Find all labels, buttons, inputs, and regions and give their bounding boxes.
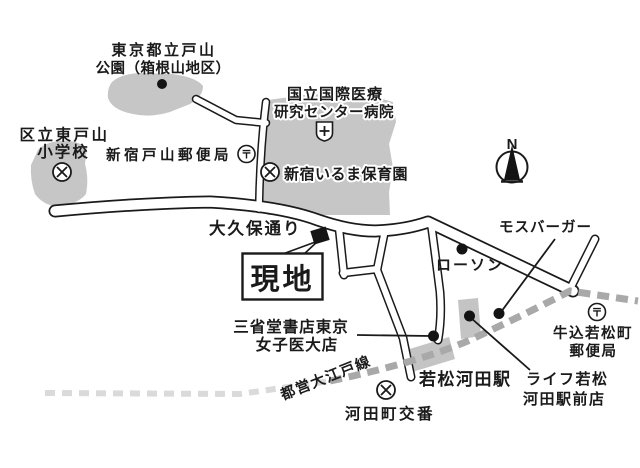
lawson-label: ローソン [436, 257, 504, 274]
park-label-1: 東京都立戸山 [111, 41, 216, 59]
ushigome-post-office-symbol: 〒 [592, 306, 603, 319]
nursery-label: 新宿いるま保育園 [284, 165, 408, 183]
toyama-post-office-icon: 〒 [237, 144, 256, 164]
oedo-line-track [44, 287, 639, 398]
sanseido-label-2: 女子医大店 [256, 335, 339, 354]
hospital-label-2: 研究センター病院 [274, 103, 394, 121]
sanseido-dot [428, 330, 439, 342]
road-park-link-fill [193, 96, 269, 126]
hospital-icon [315, 121, 334, 142]
hospital-label-1: 国立国際医療 [287, 85, 383, 103]
railway-light-segment [44, 378, 331, 398]
road-branch-northeast-fill [567, 236, 598, 292]
life-dot [464, 310, 475, 322]
site-marker-icon [310, 226, 330, 245]
pointer-lines [356, 238, 556, 371]
road-lawson-street-fill [428, 220, 444, 343]
ushigome-post-label-2: 郵便局 [570, 342, 618, 360]
road-block-east-fill [374, 232, 387, 273]
station-label: 若松河田駅 [418, 369, 512, 389]
lawson-dot [456, 243, 468, 255]
toyama-post-office-label: 新宿戸山郵便局 [106, 146, 232, 164]
poi-dots [157, 79, 505, 342]
police-box-icon [376, 380, 396, 400]
toyama-post-office-symbol: 〒 [241, 148, 252, 161]
life-label-2: 河田駅前店 [523, 390, 606, 408]
school-icon [52, 162, 72, 182]
okubo-street-label: 大久保通り [209, 218, 302, 238]
site-label: 現地 [250, 263, 314, 296]
mos-burger-dot [493, 308, 505, 319]
life-pointer [470, 317, 531, 371]
nursery-icon [260, 162, 280, 182]
school-label-2: 小学校 [37, 142, 90, 161]
mos-burger-label: モスバーガー [499, 219, 592, 236]
road-hospital-west-fill [256, 99, 269, 212]
park-dot [157, 79, 167, 89]
school-label-1: 区立東戸山 [19, 125, 109, 144]
north-arrow-icon: N [495, 136, 529, 184]
road-block-west-fill [336, 225, 347, 278]
park-area [107, 73, 203, 116]
mos-burger-pointer [500, 238, 556, 313]
koban-label: 河田町交番 [345, 404, 435, 423]
road-block-south-fill [340, 266, 380, 276]
railway-main-segment [329, 287, 639, 385]
site-callout-box: 現地 [241, 252, 324, 301]
ushigome-post-label-1: 牛込若松町 [553, 324, 633, 342]
ushigome-post-office-icon: 〒 [587, 302, 607, 322]
hospital-block-area [261, 93, 396, 215]
north-label: N [507, 136, 518, 153]
sanseido-label-1: 三省堂書店東京 [233, 317, 349, 336]
sanseido-pointer [356, 334, 432, 337]
life-label-1: ライフ若松 [526, 370, 609, 388]
park-label-2: 公園（箱根山地区） [96, 59, 231, 77]
road-okubo-dori-fill [50, 197, 578, 296]
